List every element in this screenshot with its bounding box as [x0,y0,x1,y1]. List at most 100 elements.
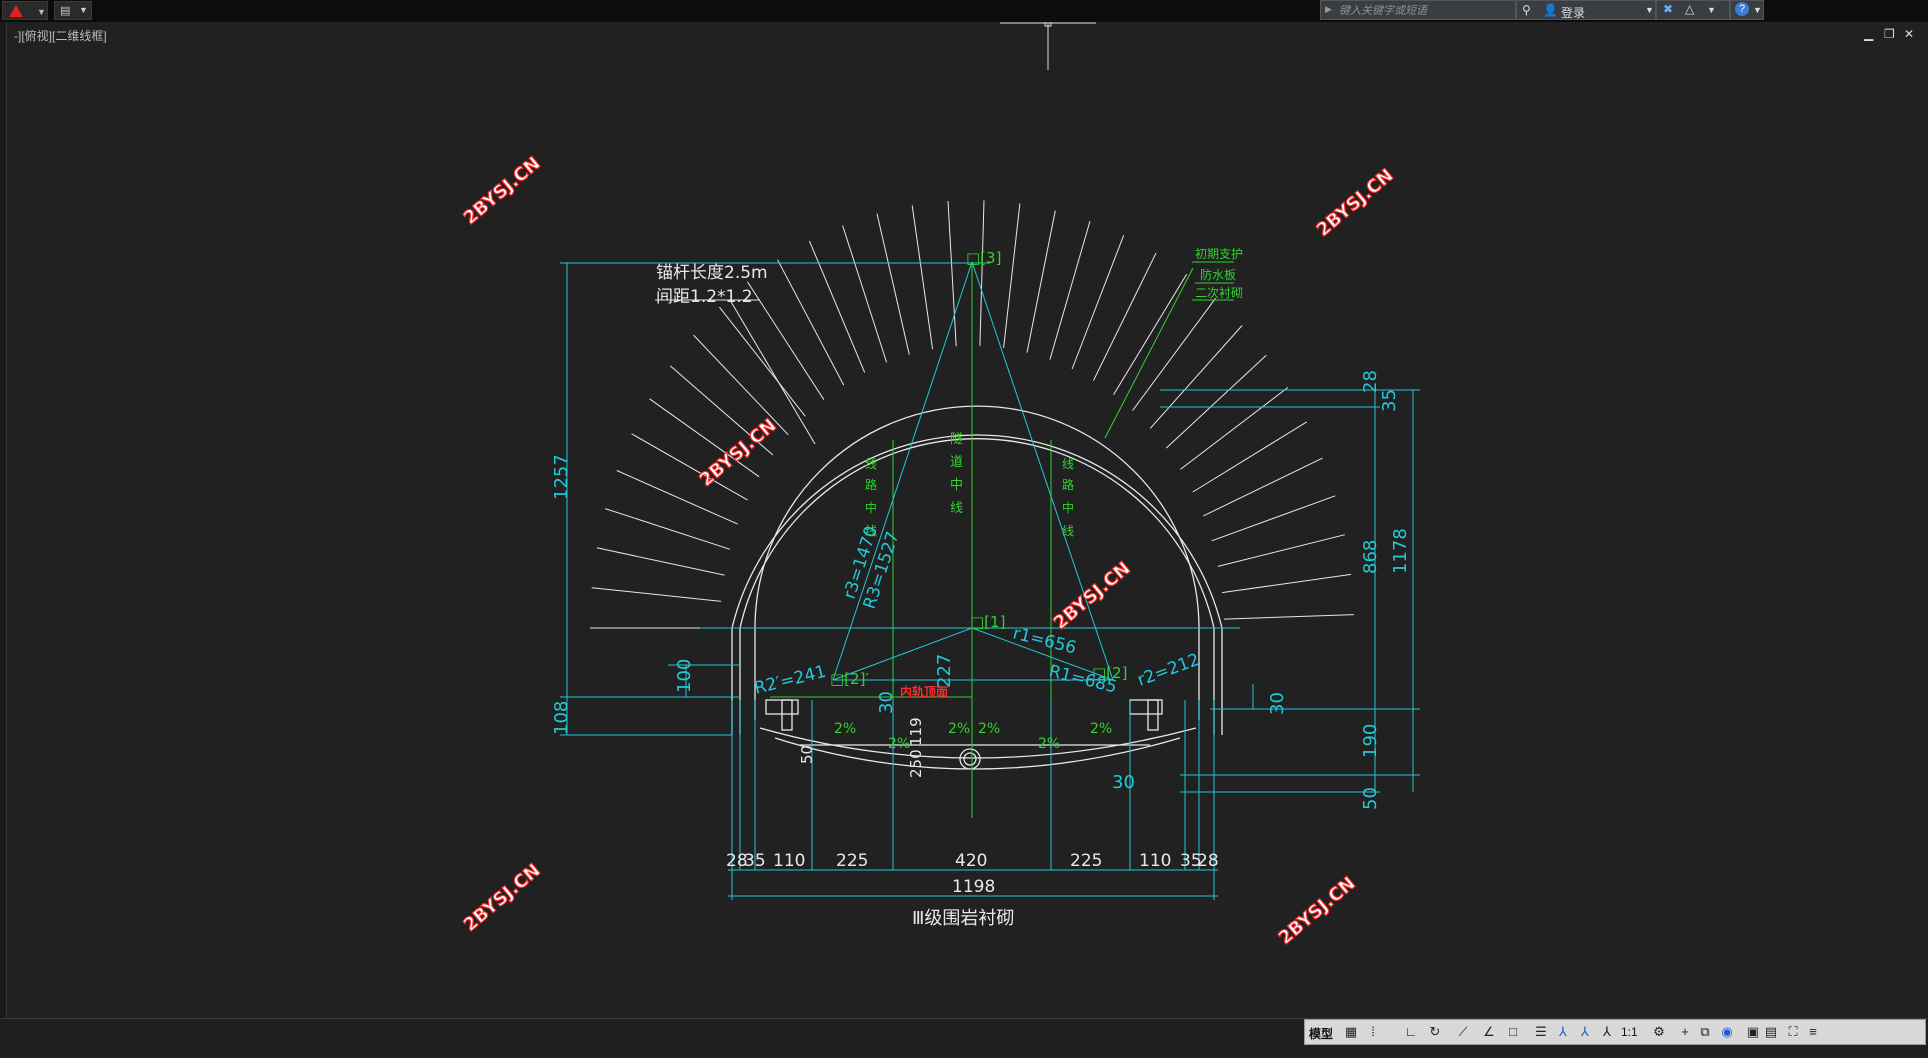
lineweight-icon[interactable]: ☰ [1535,1024,1547,1039]
search-input[interactable] [1337,3,1511,19]
center-lines [770,262,1194,818]
login-label: 登录 [1561,6,1586,20]
bottom-dim: 28 [726,851,748,871]
login-button[interactable]: ⚲ 👤 登录 ▼ [1516,0,1656,20]
dim-868: 868 [1360,540,1381,574]
viewport-controls-label[interactable]: -][俯视][二维线框] [14,29,107,43]
rock-bolt-line [1180,387,1289,470]
rock-bolt-line [596,547,725,576]
point-2-label: □[2] [1092,664,1127,682]
dim-1257: 1257 [551,454,572,500]
rock-bolt-line [669,365,774,456]
rock-bolt-line [911,205,934,350]
dim-108: 108 [551,701,572,735]
construction-lines [560,261,1420,900]
grade-label: 2% [978,721,1000,737]
dim-35: 35 [1379,389,1400,412]
object-snap-tracking-icon[interactable]: ∠ [1483,1024,1495,1039]
legend-waterproof-board: 防水板 [1200,267,1236,282]
rock-bolt-line [777,259,845,386]
auto-scale-icon[interactable]: ⅄ [1581,1024,1589,1039]
watermark-text: 2BYSJ.CN [1275,873,1360,949]
annotation-scale-value[interactable]: 1:1 [1621,1025,1638,1039]
chevron-down-icon: ▼ [1707,5,1716,15]
ortho-icon[interactable]: ∟ [1404,1024,1418,1039]
title-bar: ▼ ▤ ▼ ▶ ⚲ 👤 登录 ▼ ✖ △ ▼ ? ▼ [0,0,1928,22]
rock-bolt-line [631,433,748,501]
dim-227: 227 [934,654,955,688]
rock-bolt-line [842,225,888,363]
tunnel-center-char: 隧 [950,431,963,447]
plus-icon[interactable]: + [1681,1024,1689,1039]
watermark-text: 2BYSJ.CN [1050,558,1135,634]
rock-bolt-line [719,306,806,417]
bolt-length-note: 锚杆长度2.5m [656,263,768,283]
rock-bolt-line [1092,252,1157,381]
workspace-icon[interactable]: ⧉ [1700,1024,1710,1039]
minimize-icon[interactable]: ▁ [1864,27,1874,41]
dim-50: 50 [1360,787,1381,810]
rock-bolt-line [1026,210,1056,353]
save-icon: ▤ [60,5,71,17]
grade-label: 2% [834,721,856,737]
dim-50-left: 50 [798,745,816,764]
a360-icon: △ [1685,2,1695,16]
rock-bolt-line [808,240,866,373]
application-menu-button[interactable]: ▼ [2,1,48,20]
bottom-dim: 225 [836,851,868,871]
bottom-dim: 110 [1139,851,1171,871]
bottom-dimension-row: 28 35 110 225 420 225 110 35 28 1198 [726,851,1219,897]
close-icon[interactable]: ✕ [1904,27,1915,41]
point-1-label: □[1] [970,613,1005,631]
search-box[interactable]: ▶ [1320,0,1516,20]
tunnel-lining [731,405,1223,770]
annotation-visibility-icon[interactable]: ⅄ [1559,1024,1567,1039]
rock-bolt-line [1003,203,1021,349]
drawing-canvas[interactable]: 锚杆长度2.5m 间距1.2*1.2 □[3] □[1] □[2] □[2]′ … [0,22,1928,1040]
help-button[interactable]: ? ▼ [1730,0,1764,20]
fullscreen-icon[interactable]: ⛶ [1788,1024,1798,1039]
route-center-char: 线 [865,524,877,538]
rock-bolt-line [1165,354,1267,449]
route-center-char: 中 [1062,500,1074,515]
hardware-acceleration-icon[interactable]: ▣ [1746,1024,1760,1039]
rock-bolt-line [1132,298,1216,411]
lining-legend: 初期支护 防水板 二次衬砌 [1195,247,1243,300]
left-edge-panel [0,22,7,1022]
rock-bolt-line [1203,457,1323,517]
status-bar-tray: 模型 ▦ ⁞ ∟ ↻ ⟋ ∠ □ ☰ ⅄ ⅄ ⅄ 1:1 ⚙ + ⧉ ◉ ▣ ▤… [1304,1019,1926,1045]
quick-access-toolbar[interactable]: ▤ ▼ [54,1,92,20]
route-center-char: 线 [1062,457,1074,471]
isolate-objects-icon[interactable]: ◉ [1721,1024,1733,1039]
customization-menu-icon[interactable]: ≡ [1809,1024,1817,1039]
gear-icon[interactable]: ⚙ [1653,1024,1665,1039]
snap-icon[interactable]: ⁞ [1371,1024,1375,1039]
rock-bolt-line [1223,614,1354,620]
dim-190: 190 [1360,724,1381,758]
rock-bolt-line [649,398,760,478]
polar-icon[interactable]: ↻ [1429,1024,1441,1039]
bottom-dim: 420 [955,851,987,871]
dim-30-left: 30 [876,691,897,714]
route-centerline-right-label: 线 路 中 线 [1062,457,1074,538]
exchange-toolbar[interactable]: ✖ △ ▼ [1656,0,1730,20]
object-snap-icon[interactable]: □ [1509,1024,1517,1039]
rock-bolt-line [1211,495,1336,542]
restore-icon[interactable]: ❐ [1884,27,1895,41]
route-center-char: 线 [1062,524,1074,538]
radius-labels: r3=1470 R3=1527 r1=656 R1=685 r2=212 R2′… [752,524,1202,699]
annotation-scale-icon[interactable]: ⅄ [1603,1024,1611,1039]
grade-label: 2% [948,721,970,737]
grade-labels: 2% 2% 2% 2% 2% 2% [834,721,1112,752]
total-width-dim: 1198 [952,877,995,897]
rock-bolt-line [747,281,825,400]
rock-bolt-line [1113,273,1188,395]
route-centerline-left-label: 线 路 中 线 [865,457,877,538]
rock-bolt-line [1071,235,1125,370]
model-tab-button[interactable]: 模型 [1309,1027,1334,1041]
isodraft-icon[interactable]: ⟋ [1458,1024,1468,1039]
grid-icon[interactable]: ▦ [1344,1024,1358,1039]
clean-screen-icon[interactable]: ▤ [1764,1024,1778,1039]
bolt-note-leader [655,299,816,445]
bottom-dim: 35 [744,851,766,871]
